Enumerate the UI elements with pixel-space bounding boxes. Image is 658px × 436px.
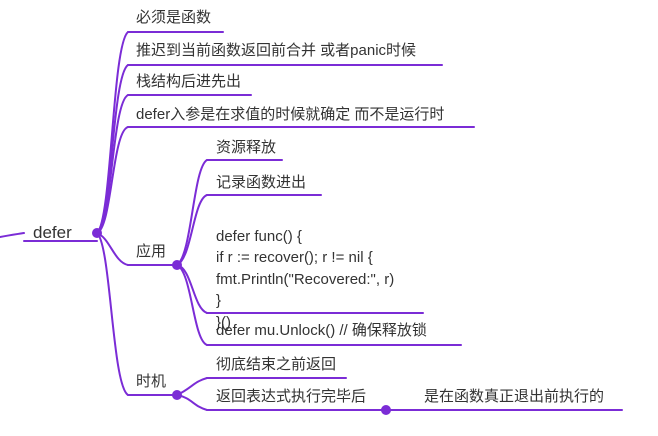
code-line-1: defer func() {	[216, 227, 302, 245]
edge-timing-to-after-return-expr	[176, 394, 208, 411]
node-args-evaluated[interactable]: defer入参是在求值的时候就确定 而不是运行时	[136, 106, 445, 123]
root-node-label[interactable]: defer	[33, 223, 72, 242]
code-line-5: }()	[216, 313, 231, 331]
edge-timing-to-before-return	[176, 377, 208, 396]
node-recover-code[interactable]: defer func() { if r := recover(); r != ni…	[216, 204, 394, 355]
node-applications[interactable]: 应用	[136, 243, 167, 260]
node-stack-lifo[interactable]: 栈结构后进先出	[136, 73, 242, 90]
code-line-3: fmt.Println("Recovered:", r)	[216, 270, 395, 288]
node-unlock[interactable]: defer mu.Unlock() // 确保释放锁	[216, 322, 427, 339]
root-node-dot	[92, 228, 102, 238]
code-line-4: }	[216, 292, 222, 309]
timing-node-dot	[172, 390, 182, 400]
node-log-enter-exit[interactable]: 记录函数进出	[216, 174, 307, 191]
edge-root-to-defer-until-return	[96, 64, 129, 234]
edge-root-to-args-evaluated	[96, 126, 129, 234]
edge-app-to-unlock	[176, 264, 208, 346]
node-resource-release[interactable]: 资源释放	[216, 139, 277, 156]
node-before-exit[interactable]: 是在函数真正退出前执行的	[424, 388, 605, 405]
edge-root-to-applications	[96, 232, 129, 266]
code-line-2: if r := recover(); r != nil {	[216, 249, 373, 266]
after-return-expr-node-dot	[381, 405, 391, 415]
node-must-be-function[interactable]: 必须是函数	[136, 9, 212, 26]
root-lead-line	[0, 232, 25, 238]
node-before-return[interactable]: 彻底结束之前返回	[216, 356, 337, 373]
edge-root-to-stack-lifo	[96, 94, 129, 234]
edge-app-to-log-enter-exit	[176, 194, 208, 266]
edge-root-to-timing	[96, 232, 129, 396]
applications-node-dot	[172, 260, 182, 270]
edge-app-to-resource-release	[176, 159, 208, 266]
node-after-return-expr[interactable]: 返回表达式执行完毕后	[216, 388, 367, 405]
node-timing[interactable]: 时机	[136, 373, 167, 390]
node-defer-until-return[interactable]: 推迟到当前函数返回前合并 或者panic时候	[136, 42, 417, 59]
